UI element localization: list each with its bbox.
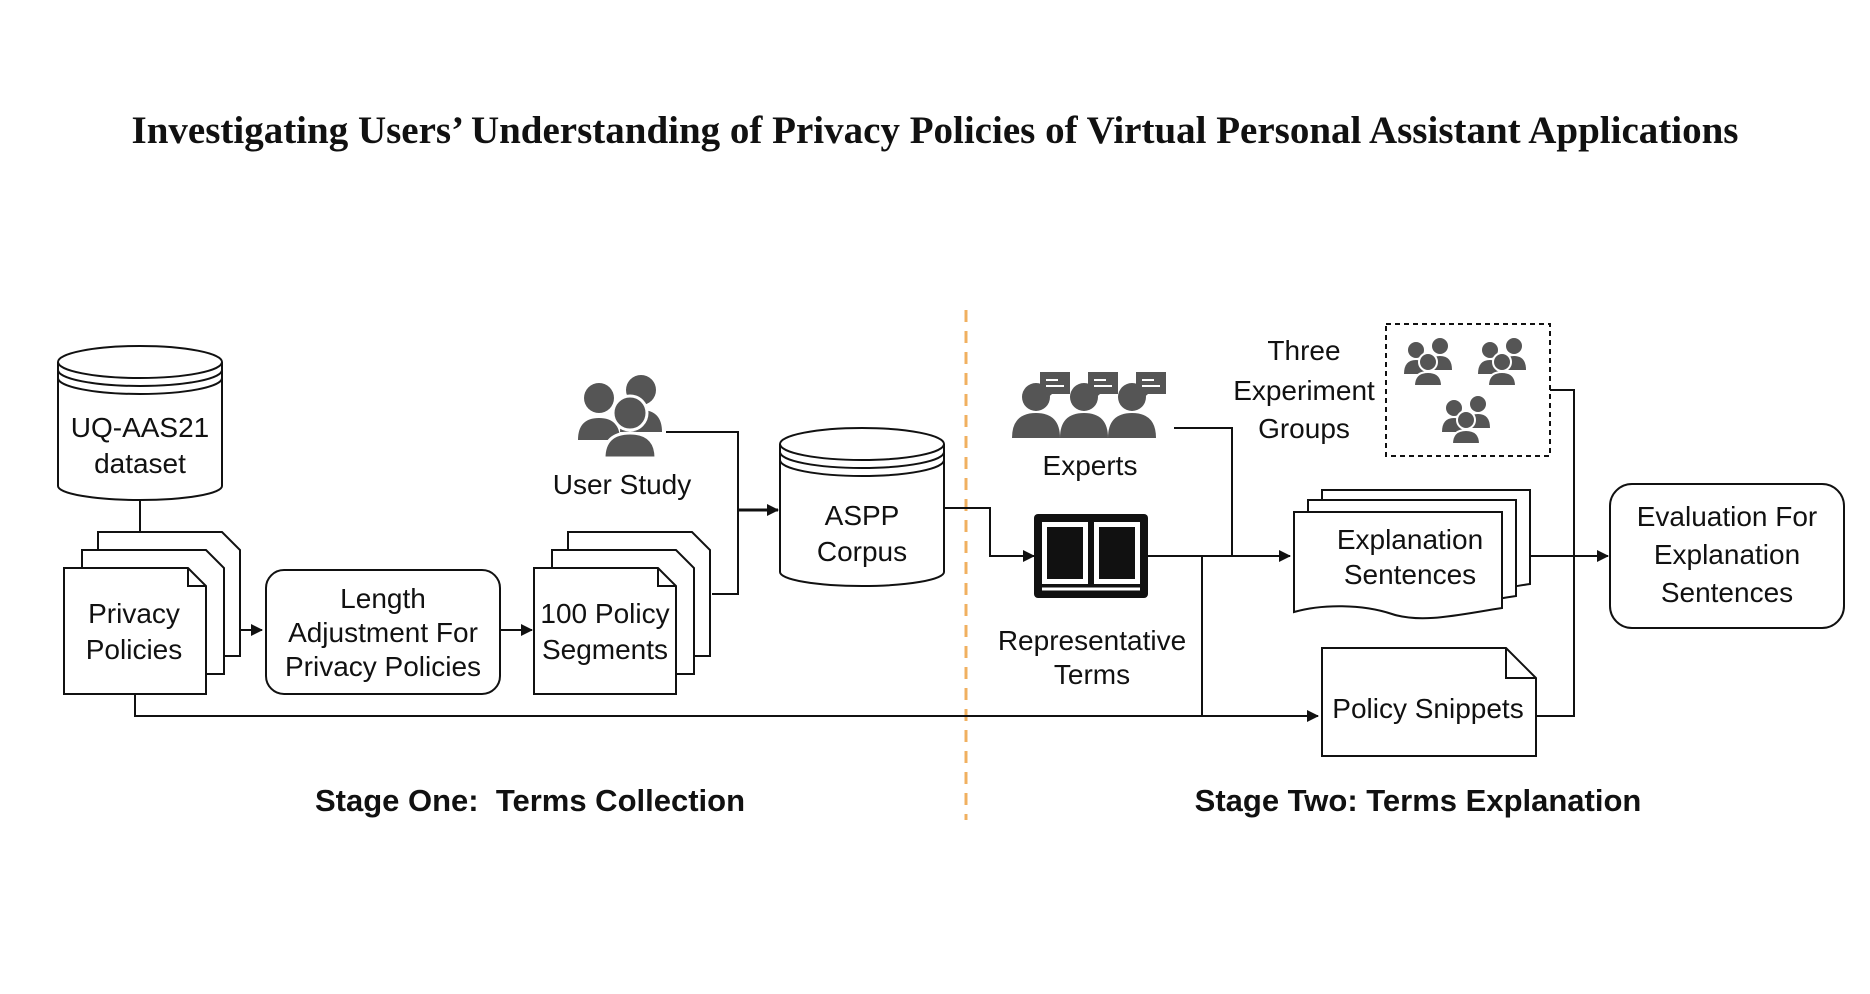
privacy-policies-label-2: Policies [86, 634, 182, 665]
evaluation-label-1: Evaluation For [1637, 501, 1818, 532]
user-study-people-icon [578, 375, 662, 460]
dataset-label-2: dataset [94, 448, 186, 479]
group-3-people-icon [1442, 396, 1490, 445]
explanation-sentences-label-2: Sentences [1344, 559, 1476, 590]
three-groups-label-3: Groups [1258, 413, 1350, 444]
experts-label: Experts [1043, 450, 1138, 481]
experiment-groups-frame [1385, 323, 1551, 457]
evaluation-label-3: Sentences [1661, 577, 1793, 608]
policy-segments-label-2: Segments [542, 634, 668, 665]
evaluation-label-2: Explanation [1654, 539, 1800, 570]
aspp-corpus-label-1: ASPP [825, 500, 900, 531]
dataset-cylinder: UQ-AAS21 dataset [57, 345, 223, 501]
aspp-corpus-label-2: Corpus [817, 536, 907, 567]
length-adjustment-label-1: Length [340, 583, 426, 614]
explanation-sentences-label-1: Explanation [1337, 524, 1483, 555]
policy-snippets-doc: Policy Snippets [1321, 647, 1537, 757]
book-icon [1034, 514, 1148, 598]
privacy-policies-label-1: Privacy [88, 598, 180, 629]
three-groups-label-2: Experiment [1233, 375, 1375, 406]
policy-segments-label-1: 100 Policy [540, 598, 669, 629]
user-study-label: User Study [553, 469, 692, 500]
group-1-people-icon [1404, 338, 1452, 387]
policy-snippets-label: Policy Snippets [1332, 693, 1523, 724]
aspp-corpus-cylinder: ASPP Corpus [779, 427, 945, 587]
length-adjustment-label-2: Adjustment For [288, 617, 478, 648]
diagram-title: Investigating Users’ Understanding of Pr… [131, 109, 1739, 152]
experts-icon [1012, 372, 1166, 438]
representative-terms-label-2: Terms [1054, 659, 1130, 690]
representative-terms-label-1: Representative [998, 625, 1186, 656]
three-groups-label-1: Three [1267, 335, 1340, 366]
stage-one-label: Stage One: Terms Collection [315, 783, 745, 818]
stage-two-label: Stage Two: Terms Explanation [1195, 783, 1642, 818]
dataset-label-1: UQ-AAS21 [71, 412, 210, 443]
length-adjustment-label-3: Privacy Policies [285, 651, 481, 682]
group-2-people-icon [1478, 338, 1526, 387]
